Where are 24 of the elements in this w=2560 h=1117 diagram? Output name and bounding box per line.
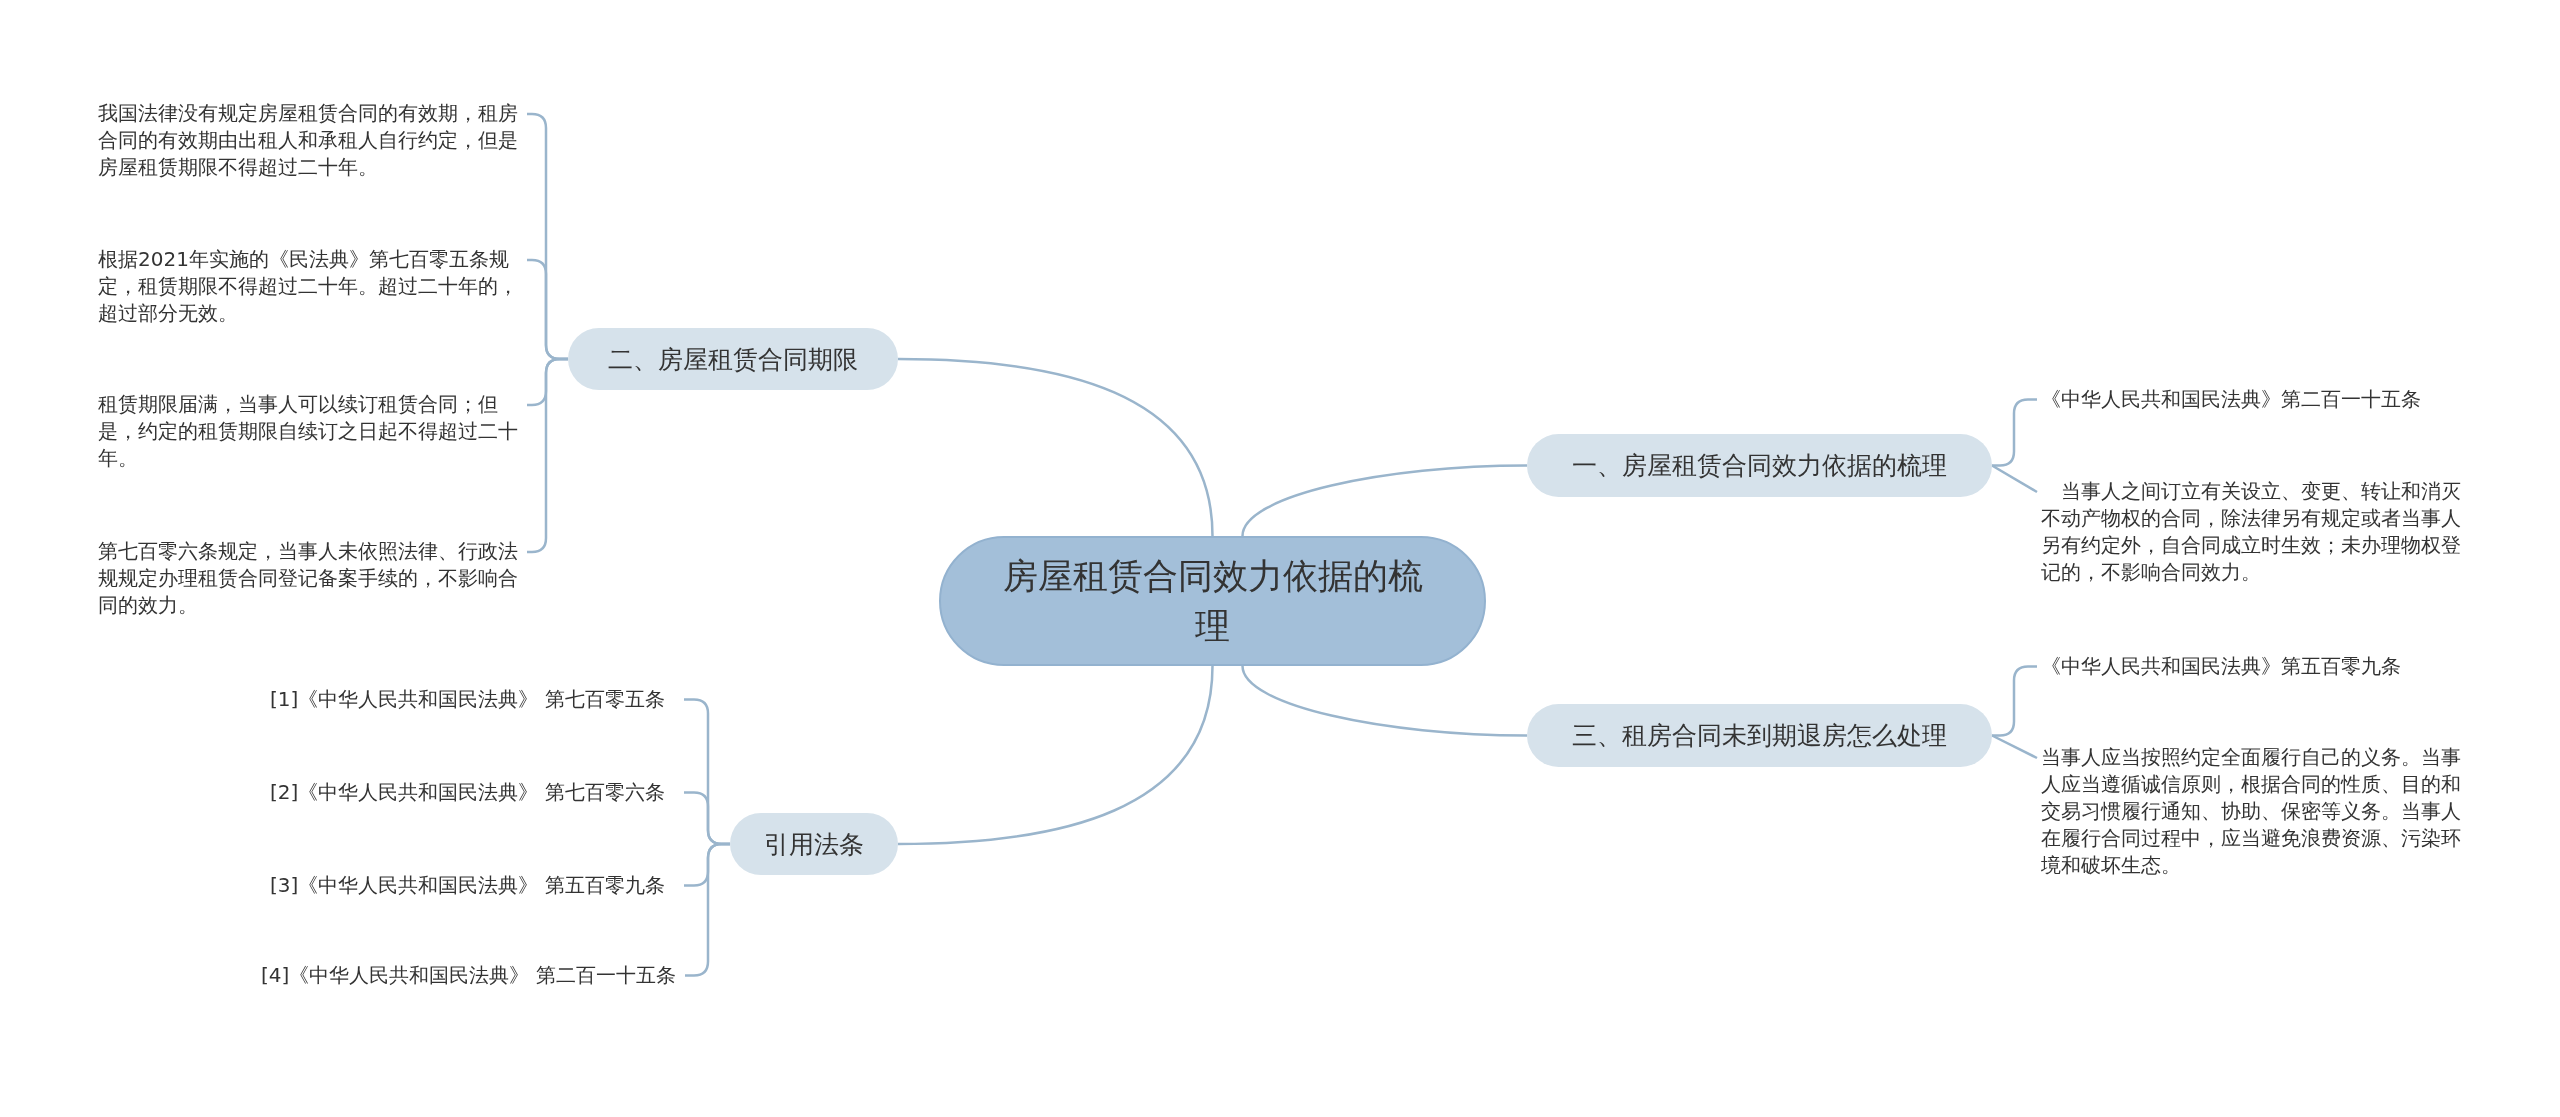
note-text: 《中华人民共和国民法典》第二百一十五条 [2041,386,2481,413]
central-topic: 房屋租赁合同效力依据的梳理 [939,536,1486,666]
note-text: 当事人之间订立有关设立、变更、转让和消灭不动产物权的合同，除法律另有规定或者当事人另有约定外，自合同成立时生效；未办理物权登记的，不影响合同效力。 [2041,478,2466,586]
connector-line [897,665,1214,846]
connector-line [1992,398,2037,467]
topic-pill: 三、租房合同未到期退房怎么处理 [1527,704,1992,767]
note-text: 当事人应当按照约定全面履行自己的义务。当事人应当遵循诚信原则，根据合同的性质、目的和交易习惯履行通知、协助、保密等义务。当事人在履行合同过程中，应当避免浪费资源、污染环境和破坏生态。 [2041,744,2466,879]
note-text: 第七百零六条规定，当事人未依照法律、行政法规规定办理租赁合同登记备案手续的，不影响合同的效力。 [98,538,523,619]
note-text: 我国法律没有规定房屋租赁合同的有效期，租房合同的有效期由出租人和承租人自行约定，但是房屋租赁期限不得超过二十年。 [98,100,523,181]
topic-pill: 引用法条 [730,813,898,875]
connector-line [897,357,1214,537]
note-text: [4]《中华人民共和国民法典》 第二百一十五条 [261,962,681,989]
note-text: [2]《中华人民共和国民法典》 第七百零六条 [270,779,680,806]
topic-pill: 一、房屋租赁合同效力依据的梳理 [1527,434,1992,497]
note-text: [3]《中华人民共和国民法典》 第五百零九条 [270,872,680,899]
connector-line [1241,464,1528,537]
connector-line [1991,734,2038,760]
connector-line [1241,665,1528,737]
note-text: 租赁期限届满，当事人可以续订租赁合同；但是，约定的租赁期限自续订之日起不得超过二十年。 [98,391,523,472]
note-text: 根据2021年实施的《民法典》第七百零五条规定，租赁期限不得超过二十年。超过二十年的，超过部分无效。 [98,246,523,327]
topic-pill: 二、房屋租赁合同期限 [568,328,898,390]
connector-line [1991,464,2038,494]
note-text: [1]《中华人民共和国民法典》 第七百零五条 [270,686,680,713]
note-text: 《中华人民共和国民法典》第五百零九条 [2041,653,2481,680]
